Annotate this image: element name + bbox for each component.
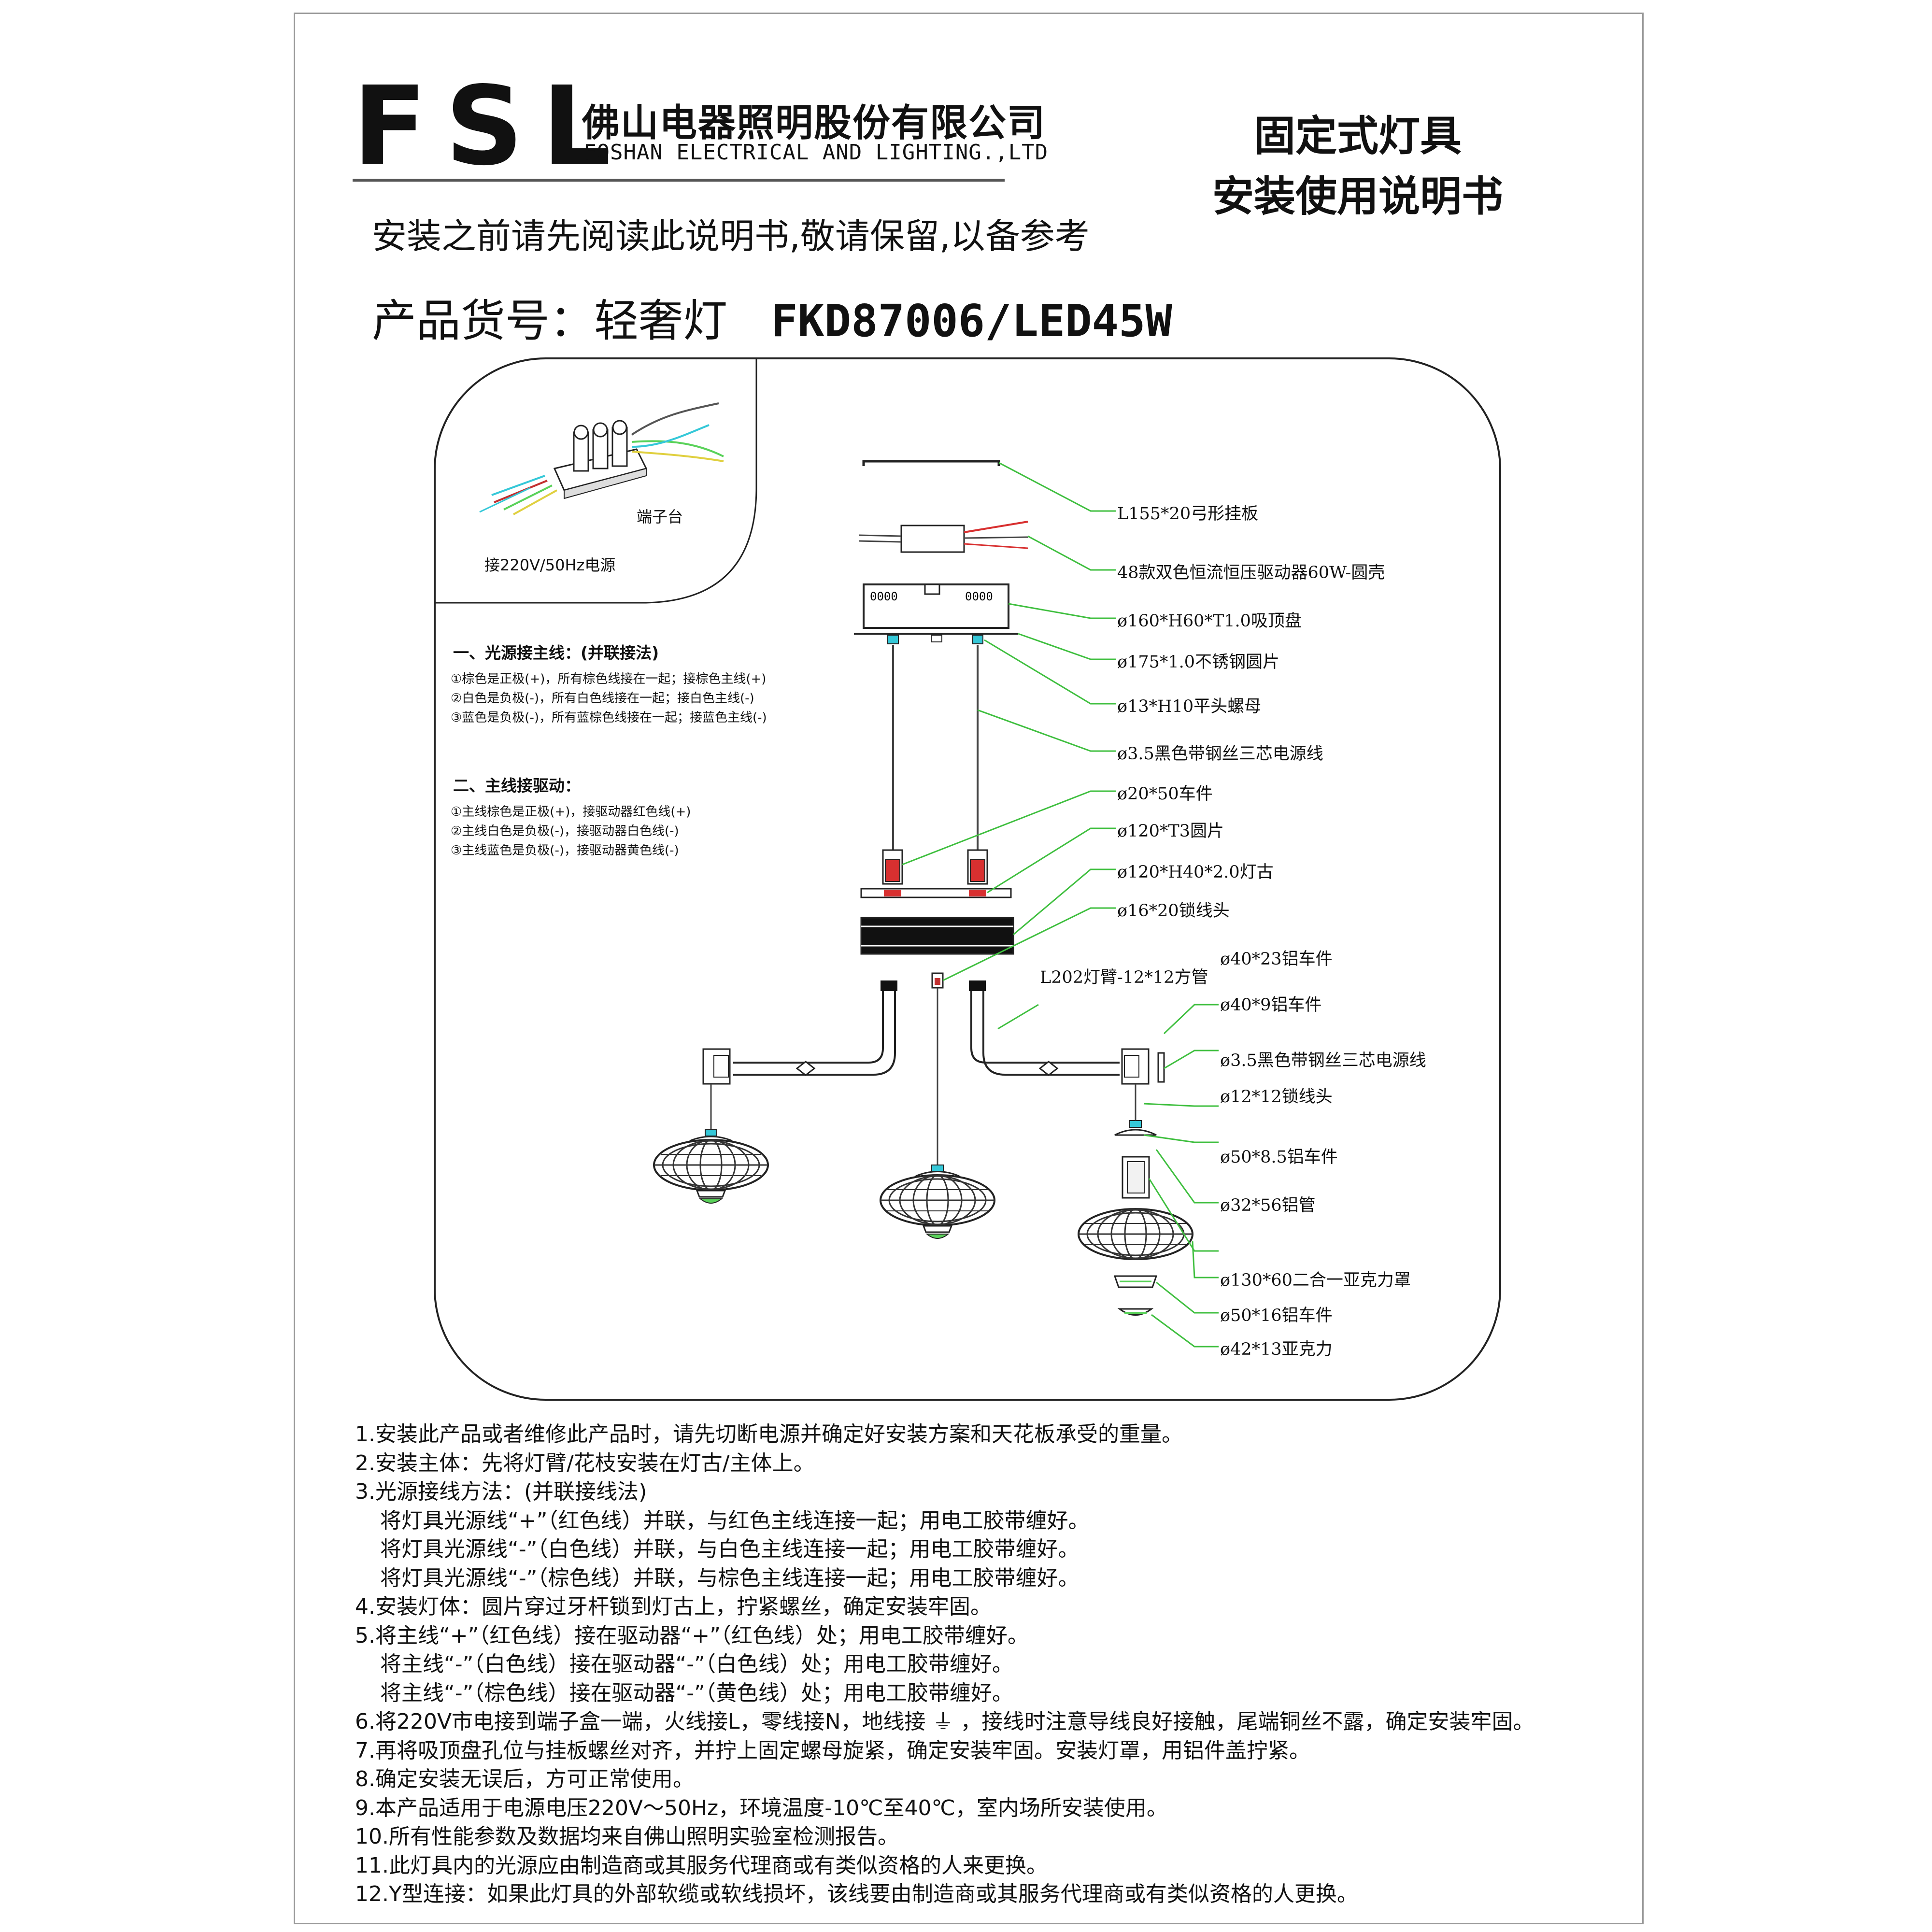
part-label: ø32*56铝管 — [1220, 1196, 1316, 1215]
part-label: ø42*13亚克力 — [1220, 1340, 1333, 1359]
part-label: L155*20弓形挂板 — [1117, 504, 1259, 524]
step-item: 12.Y型连接：如果此灯具的外部软缆或软线损坏，该线要由制造商或其服务代理商或有… — [355, 1882, 1358, 1906]
part-label: 48款双色恒流恒压驱动器60W-圆壳 — [1117, 563, 1385, 582]
part-label: ø175*1.0不锈钢圆片 — [1117, 653, 1280, 672]
part-label: ø160*H60*T1.0吸顶盘 — [1117, 611, 1302, 631]
diagram-frame — [434, 357, 1501, 1401]
lamp-body-drawing — [860, 917, 1014, 989]
part-label: ø50*8.5铝车件 — [1220, 1148, 1338, 1167]
wiring-section2-item: ②主线白色是负极(-)，接驱动器白色线(-) — [451, 824, 679, 838]
company-name-cn: 佛山电器照明股份有限公司 — [582, 101, 1046, 145]
step-item: 8.确定安装无误后，方可正常使用。 — [355, 1767, 694, 1791]
document-title: 固定式灯具 安装使用说明书 — [1212, 106, 1503, 227]
step-subitem: 将主线“-”（白色线）接在驱动器“-”（白色线）处；用电工胶带缠好。 — [380, 1652, 1013, 1676]
step-item: 2.安装主体：先将灯臂/花枝安装在灯古/主体上。 — [355, 1450, 815, 1476]
pendant-middle-drawing — [880, 1165, 995, 1239]
step-item: 4.安装灯体：圆片穿过牙杆锁到灯古上，拧紧螺丝，确定安装牢固。 — [355, 1594, 992, 1619]
terminal-block-drawing — [479, 402, 724, 515]
wiring-section1-item: ①棕色是正极(+)，所有棕色线接在一起；接棕色主线(+) — [451, 672, 767, 686]
fsl-logo: FSL — [353, 63, 630, 190]
product-label: 产品货号：轻奢灯 — [372, 295, 728, 347]
document-title-line1: 固定式灯具 — [1254, 112, 1462, 160]
wiring-section1-item: ③蓝色是负极(-)，所有蓝棕色线接在一起；接蓝色主线(-) — [451, 710, 767, 725]
installation-steps: 1.安装此产品或者维修此产品时，请先切断电源并确定好安装方案和天花板承受的重量。… — [355, 1420, 1534, 1909]
exploded-diagram: 0000 0000 — [434, 357, 1501, 1401]
canopy-drawing: 0000 0000 — [854, 583, 1018, 644]
wiring-section2-item: ③主线蓝色是负极(-)，接驱动器黄色线(-) — [451, 843, 679, 858]
lamp-arms-drawing — [702, 980, 1165, 1085]
step-item: 3.光源接线方法：(并联接线法) — [355, 1479, 647, 1504]
svg-text:0000: 0000 — [965, 590, 993, 603]
part-label: ø13*H10平头螺母 — [1117, 697, 1262, 716]
wiring-section2-title: 二、主线接驱动： — [453, 776, 581, 795]
bow-bracket — [862, 460, 1000, 466]
step-subitem: 将主线“-”（棕色线）接在驱动器“-”（黄色线）处；用电工胶带缠好。 — [380, 1680, 1013, 1705]
product-number: 产品货号：轻奢灯 FKD87006/LED45W — [372, 285, 1172, 349]
header-divider — [353, 179, 1005, 182]
terminal-block-label: 端子台 — [637, 508, 683, 526]
wiring-section2-item: ①主线棕色是正极(+)，接驱动器红色线(+) — [451, 805, 691, 819]
part-label: L202灯臂-12*12方管 — [1040, 968, 1208, 987]
step-item: 7.再将吸顶盘孔位与挂板螺丝对齐，并拧上固定螺母旋紧，确定安装牢固。安装灯罩，用… — [355, 1738, 1310, 1763]
step-subitem: 将灯具光源线“-”（棕色线）并联，与棕色主线连接一起；用电工胶带缠好。 — [380, 1565, 1080, 1591]
svg-text:0000: 0000 — [870, 590, 898, 603]
pendant-exploded-drawing — [1078, 1120, 1193, 1316]
wiring-section1-item: ②白色是负极(-)，所有白色线接在一起；接白色主线(-) — [451, 691, 754, 706]
part-label: ø16*20锁线头 — [1117, 901, 1230, 921]
part-label: ø3.5黑色带钢丝三芯电源线 — [1117, 744, 1323, 764]
part-label: ø40*9铝车件 — [1220, 995, 1322, 1015]
step-item: 6.将220V市电接到端子盒一端，火线接L，零线接N，地线接 ⏚ ，接线时注意导… — [355, 1709, 1534, 1734]
step-item: 5.将主线“+”（红色线）接在驱动器“+”（红色线）处；用电工胶带缠好。 — [355, 1623, 1029, 1648]
part-label: ø50*16铝车件 — [1220, 1306, 1333, 1325]
read-notice: 安装之前请先阅读此说明书,敬请保留,以备参考 — [372, 216, 1090, 256]
step-subitem: 将灯具光源线“-”（白色线）并联，与白色主线连接一起；用电工胶带缠好。 — [380, 1537, 1080, 1562]
part-label: ø12*12锁线头 — [1220, 1087, 1333, 1107]
part-label: ø130*60二合一亚克力罩 — [1220, 1271, 1411, 1290]
leader-lines — [902, 462, 1219, 1348]
part-label: ø120*T3圆片 — [1117, 822, 1224, 841]
power-supply-label: 接220V/50Hz电源 — [484, 556, 616, 574]
document-title-line2: 安装使用说明书 — [1212, 172, 1503, 221]
part-label: ø3.5黑色带钢丝三芯电源线 — [1220, 1051, 1426, 1070]
part-label: ø20*50车件 — [1117, 784, 1213, 804]
part-label: ø120*H40*2.0灯古 — [1117, 863, 1274, 882]
driver-drawing — [858, 521, 1028, 553]
step-item: 9.本产品适用于电源电压220V～50Hz，环境温度-10℃至40℃，室内场所安… — [355, 1795, 1168, 1820]
company-name-en: FOSHAN ELECTRICAL AND LIGHTING.,LTD — [583, 140, 1049, 165]
product-model: FKD87006/LED45W — [771, 295, 1172, 347]
step-subitem: 将灯具光源线“+”（红色线）并联，与红色主线连接一起；用电工胶带缠好。 — [380, 1508, 1090, 1533]
step-item: 10.所有性能参数及数据均来自佛山照明实验室检测报告。 — [355, 1824, 899, 1849]
part-label: ø40*23铝车件 — [1220, 950, 1333, 969]
pole-fittings-drawing — [860, 849, 1012, 898]
wiring-section1-title: 一、光源接主线：(并联接法) — [453, 643, 659, 662]
diagram-drawing: 0000 0000 — [434, 357, 1501, 1401]
step-item: 1.安装此产品或者维修此产品时，请先切断电源并确定好安装方案和天花板承受的重量。 — [355, 1422, 1183, 1447]
pendant-left-drawing — [653, 1129, 769, 1204]
terminal-inset-border — [435, 359, 757, 604]
step-item: 11.此灯具内的光源应由制造商或其服务代理商或有类似资格的人来更换。 — [355, 1853, 1048, 1878]
